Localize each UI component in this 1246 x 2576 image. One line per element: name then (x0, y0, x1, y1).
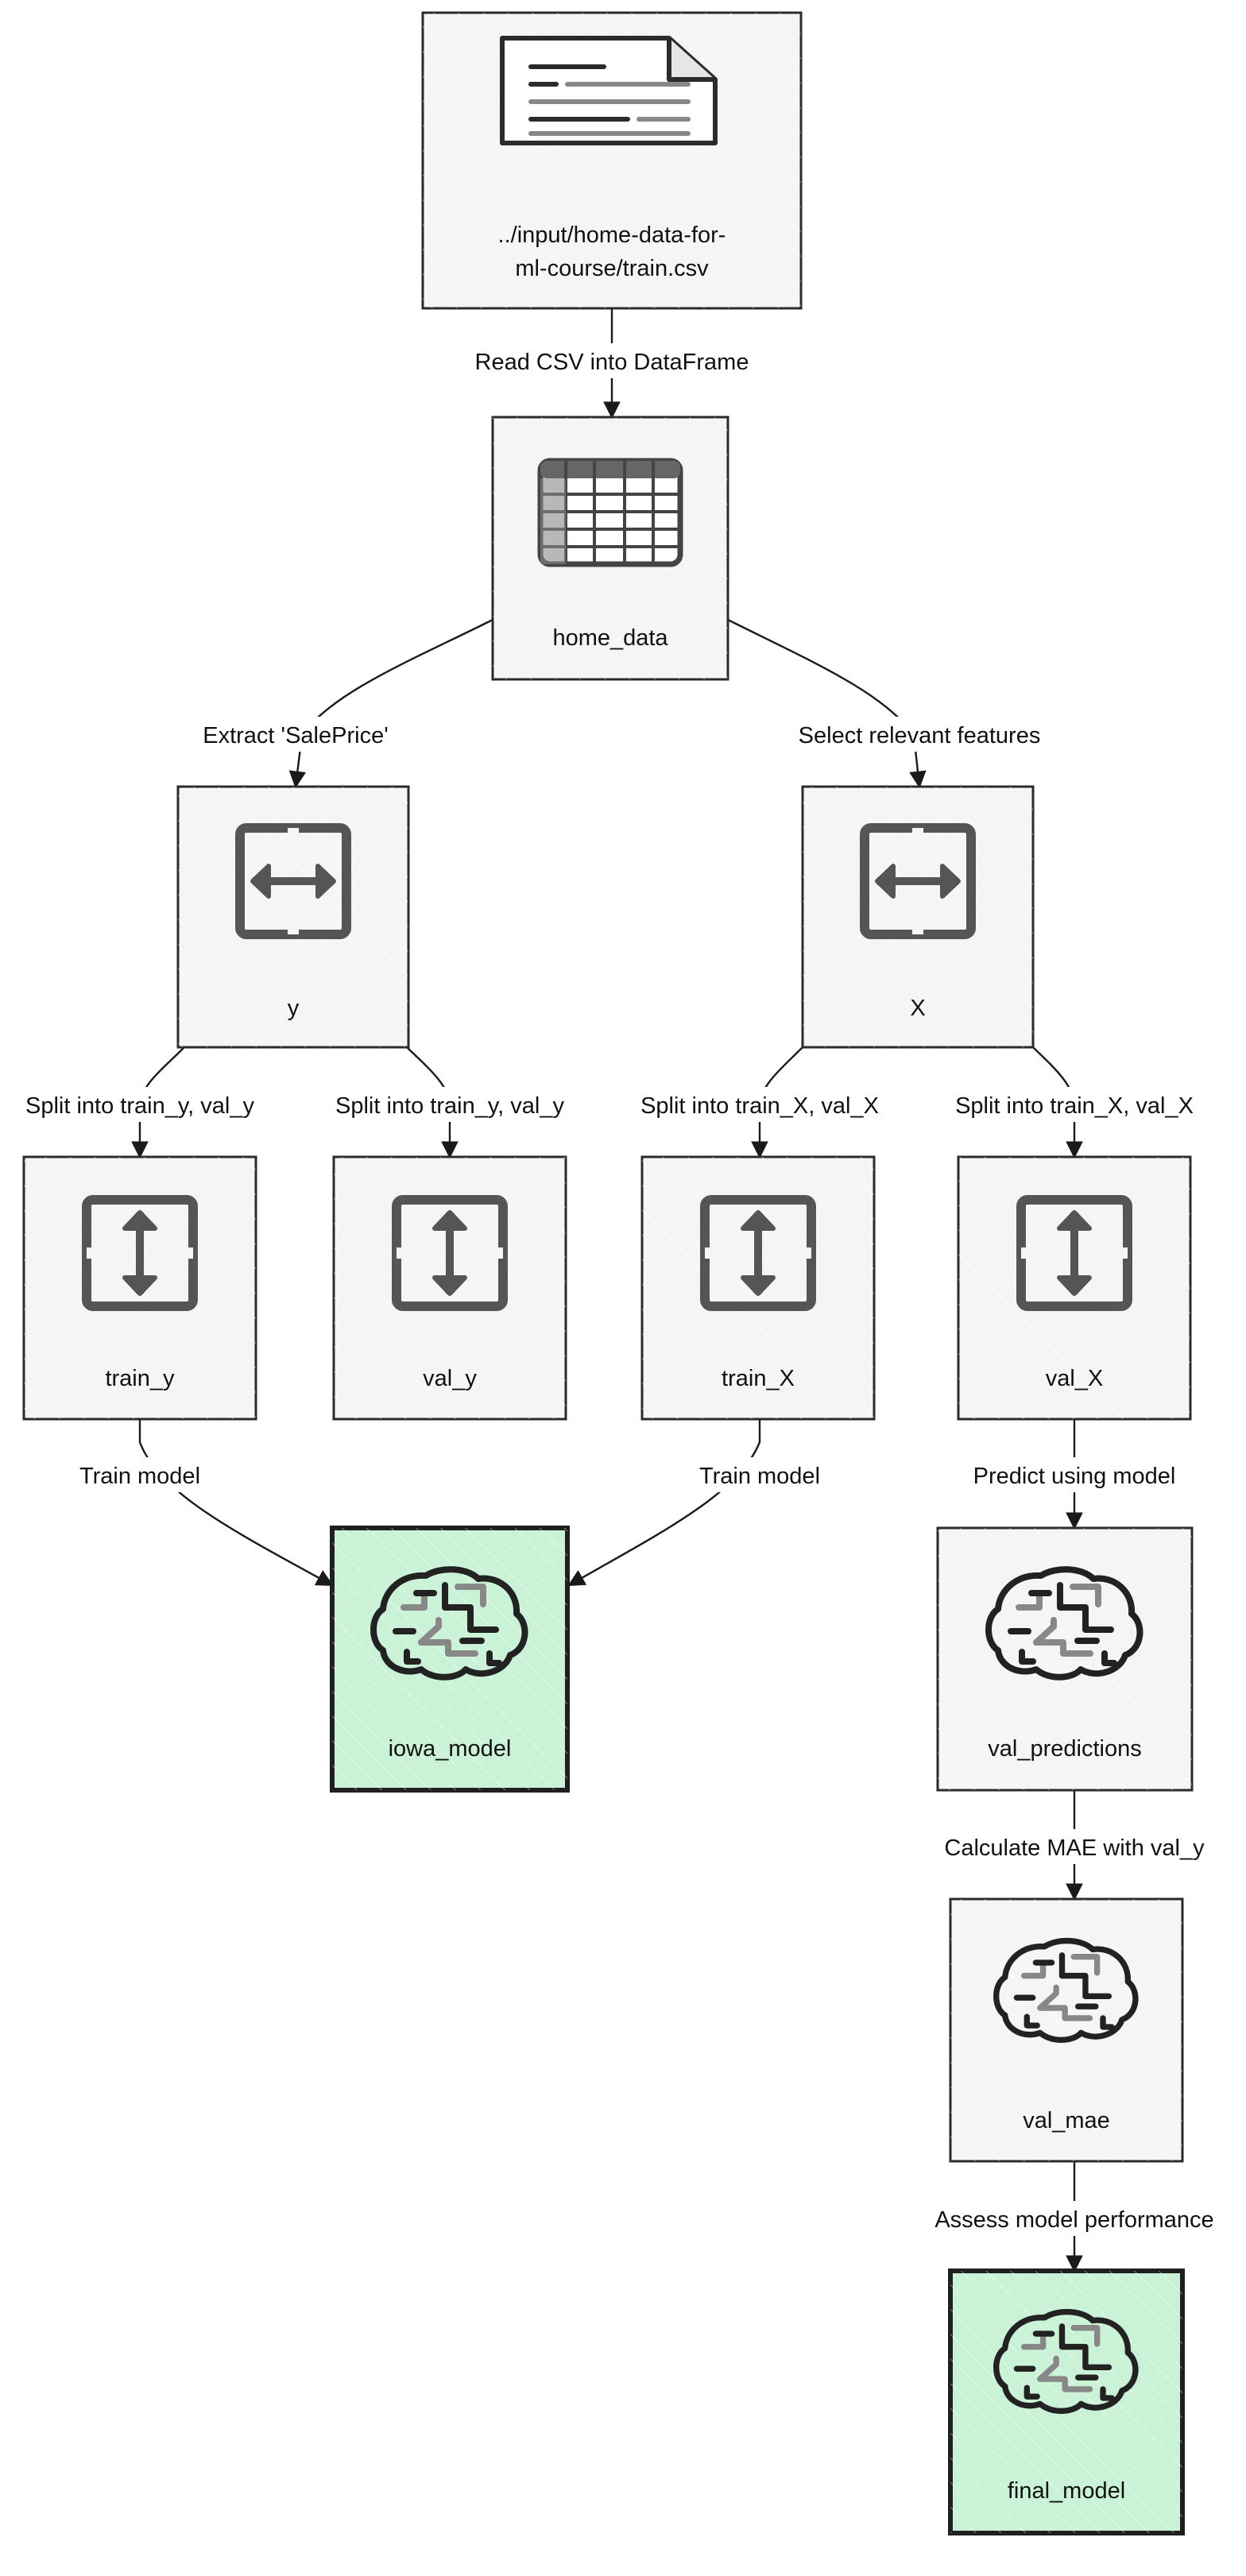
edge-label-train-model-1: Train model (79, 1464, 200, 1489)
split-vertical-icon (82, 1195, 198, 1311)
node-val-X[interactable]: val_X (957, 1155, 1192, 1421)
node-y[interactable]: y (176, 785, 410, 1049)
edge-label-train-model-2: Train model (699, 1464, 820, 1489)
edge-label-read-csv: Read CSV into DataFrame (475, 350, 749, 375)
edge-train-model-1 (138, 1419, 334, 1587)
edge-label-assess: Assess model performance (934, 2207, 1213, 2233)
split-horizontal-icon (235, 823, 351, 939)
split-vertical-icon (392, 1195, 508, 1311)
split-horizontal-icon (860, 823, 976, 939)
brain-icon (993, 2308, 1139, 2415)
brain-icon (985, 1566, 1143, 1681)
node-train-csv[interactable]: ../input/home-data-for- ml-course/train.… (421, 11, 803, 310)
edge-labels: Read CSV into DataFrame Extract 'SalePri… (10, 343, 1222, 2236)
node-label-train-csv-line2: ml-course/train.csv (515, 256, 709, 281)
edge-label-split-X-1: Split into train_X, val_X (640, 1093, 879, 1119)
node-label-final-model: final_model (1008, 2478, 1125, 2504)
table-icon (537, 458, 683, 567)
edge-label-split-y-2: Split into train_y, val_y (335, 1093, 564, 1119)
node-label-iowa-model: iowa_model (389, 1736, 512, 1762)
node-val-y[interactable]: val_y (332, 1155, 567, 1421)
node-label-train-y: train_y (105, 1366, 175, 1391)
split-vertical-icon (700, 1195, 816, 1311)
edge-label-split-y-1: Split into train_y, val_y (25, 1093, 254, 1119)
edge-train-model-2 (567, 1419, 761, 1587)
node-label-val-X: val_X (1046, 1366, 1104, 1391)
split-vertical-icon (1016, 1195, 1132, 1311)
node-val-predictions[interactable]: val_predictions (936, 1526, 1194, 1792)
node-label-home-data: home_data (552, 625, 668, 651)
node-label-y: y (288, 996, 300, 1021)
node-train-y[interactable]: train_y (22, 1155, 257, 1421)
brain-icon (370, 1566, 528, 1681)
node-X[interactable]: X (801, 785, 1035, 1049)
node-val-mae[interactable]: val_mae (949, 1897, 1184, 2163)
node-train-X[interactable]: train_X (640, 1155, 876, 1421)
node-label-val-predictions: val_predictions (988, 1736, 1141, 1762)
edges (131, 308, 1083, 2273)
node-label-val-mae: val_mae (1023, 2108, 1110, 2133)
brain-icon (993, 1937, 1139, 2044)
node-iowa-model[interactable]: iowa_model (330, 1526, 570, 1793)
edge-extract-saleprice (288, 618, 493, 789)
edge-label-calc-mae: Calculate MAE with val_y (944, 1835, 1205, 1861)
node-label-train-X: train_X (722, 1366, 795, 1391)
edge-label-extract-saleprice: Extract 'SalePrice' (203, 723, 389, 748)
edge-label-select-features: Select relevant features (799, 723, 1041, 748)
node-home-data[interactable]: home_data (491, 416, 729, 681)
edge-select-features (727, 618, 927, 789)
node-label-val-y: val_y (423, 1366, 477, 1391)
node-label-X: X (910, 996, 925, 1021)
edge-label-split-X-2: Split into train_X, val_X (955, 1093, 1194, 1119)
edge-label-predict: Predict using model (973, 1464, 1176, 1489)
document-icon (500, 36, 718, 145)
node-final-model[interactable]: final_model (948, 2269, 1185, 2535)
node-label-train-csv-line1: ../input/home-data-for- (498, 222, 726, 248)
